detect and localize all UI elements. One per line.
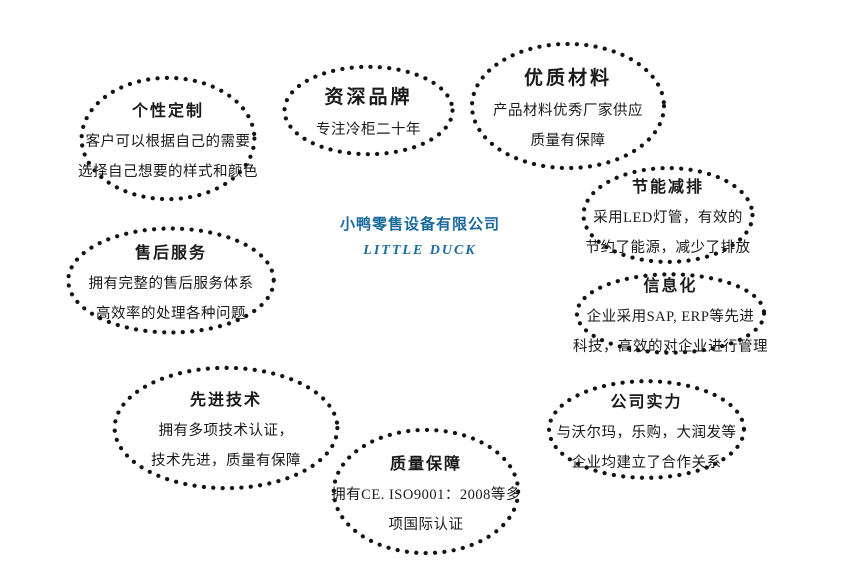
bubble-title: 公司实力: [610, 393, 683, 411]
bubble-title: 资深品牌: [324, 87, 413, 108]
bubble-title: 个性定制: [131, 102, 204, 120]
dotted-ellipse-icon: [79, 75, 257, 202]
company-name: 小鸭零售设备有限公司: [339, 217, 500, 233]
dotted-ellipse-icon: [112, 365, 340, 491]
bubble-line: 质量有保障: [530, 132, 606, 149]
dotted-ellipse-icon: [282, 64, 455, 157]
bubble-line: 选择自己想要的样式和颜色: [78, 163, 258, 180]
brand-name: LITTLE DUCK: [363, 243, 477, 258]
bubble-company-strength: 公司实力 与沃尔玛，乐购，大润发等 企业均建立了合作关系: [545, 377, 748, 482]
bubble-text: 节能减排 采用LED灯管，有效的 节约了能源，减少了排放: [580, 164, 756, 266]
bubble-materials: 优质材料 产品材料优秀厂家供应 质量有保障: [468, 40, 668, 172]
bubble-line: 专注冷柜二十年: [316, 122, 421, 138]
bubble-personalization: 个性定制 客户可以根据自己的需要 选择自己想要的样式和颜色: [78, 74, 258, 203]
bubble-text: 公司实力 与沃尔玛，乐购，大润发等 企业均建立了合作关系: [545, 377, 748, 482]
bubble-text: 信息化 企业采用SAP, ERP等先进 科技，高效的对企业进行管理: [573, 270, 768, 357]
bubble-text: 售后服务 拥有完整的售后服务体系 高效率的处理各种问题: [64, 224, 278, 337]
bubble-text: 个性定制 客户可以根据自己的需要 选择自己想要的样式和颜色: [78, 74, 258, 203]
center-label: 小鸭零售设备有限公司 LITTLE DUCK: [320, 213, 520, 259]
dotted-ellipse-icon: [546, 379, 747, 480]
bubble-line: 技术先进，质量有保障: [151, 453, 301, 469]
bubble-line: 产品材料优秀厂家供应: [493, 102, 643, 119]
bubble-line: 与沃尔玛，乐购，大润发等: [556, 424, 737, 441]
bubble-line: 客户可以根据自己的需要: [85, 133, 251, 150]
bubble-title: 售后服务: [134, 244, 207, 262]
bubble-line: 拥有多项技术认证，: [158, 423, 294, 439]
bubble-title: 质量保障: [389, 455, 462, 473]
dotted-ellipse-icon: [581, 165, 755, 265]
bubble-line: 项国际认证: [388, 516, 464, 533]
bubble-technology: 先进技术 拥有多项技术认证， 技术先进，质量有保障: [110, 364, 342, 492]
bubble-text: 优质材料 产品材料优秀厂家供应 质量有保障: [468, 40, 668, 172]
bubble-line: 拥有完整的售后服务体系: [88, 275, 254, 292]
bubble-title: 优质材料: [523, 67, 612, 89]
bubble-line: 高效率的处理各种问题: [96, 305, 246, 322]
bubble-informatization: 信息化 企业采用SAP, ERP等先进 科技，高效的对企业进行管理: [573, 270, 768, 357]
bubble-quality: 质量保障 拥有CE. ISO9001：2008等多 项国际认证: [330, 426, 522, 557]
bubble-line: 采用LED灯管，有效的: [593, 210, 743, 226]
dotted-ellipse-icon: [331, 427, 521, 556]
dotted-ellipse-icon: [66, 226, 276, 335]
bubble-title: 信息化: [643, 277, 698, 295]
bubble-text: 资深品牌 专注冷柜二十年: [281, 63, 456, 158]
bubble-line: 企业均建立了合作关系: [571, 454, 722, 471]
bubble-text: 质量保障 拥有CE. ISO9001：2008等多 项国际认证: [330, 426, 522, 557]
bubble-text: 先进技术 拥有多项技术认证， 技术先进，质量有保障: [110, 364, 342, 492]
bubble-line: 节约了能源，减少了排放: [585, 240, 751, 256]
bubble-brand: 资深品牌 专注冷柜二十年: [281, 63, 456, 158]
bubble-after-sales: 售后服务 拥有完整的售后服务体系 高效率的处理各种问题: [64, 224, 278, 337]
bubble-line: 企业采用SAP, ERP等先进: [586, 308, 755, 325]
bubble-energy-saving: 节能减排 采用LED灯管，有效的 节约了能源，减少了排放: [580, 164, 756, 266]
bubble-line: 科技，高效的对企业进行管理: [573, 338, 768, 355]
bubble-title: 先进技术: [189, 392, 262, 409]
bubble-line: 拥有CE. ISO9001：2008等多: [331, 486, 521, 503]
bubble-title: 节能减排: [631, 179, 704, 196]
dotted-ellipse-icon: [574, 272, 767, 355]
dotted-ellipse-icon: [469, 41, 667, 171]
